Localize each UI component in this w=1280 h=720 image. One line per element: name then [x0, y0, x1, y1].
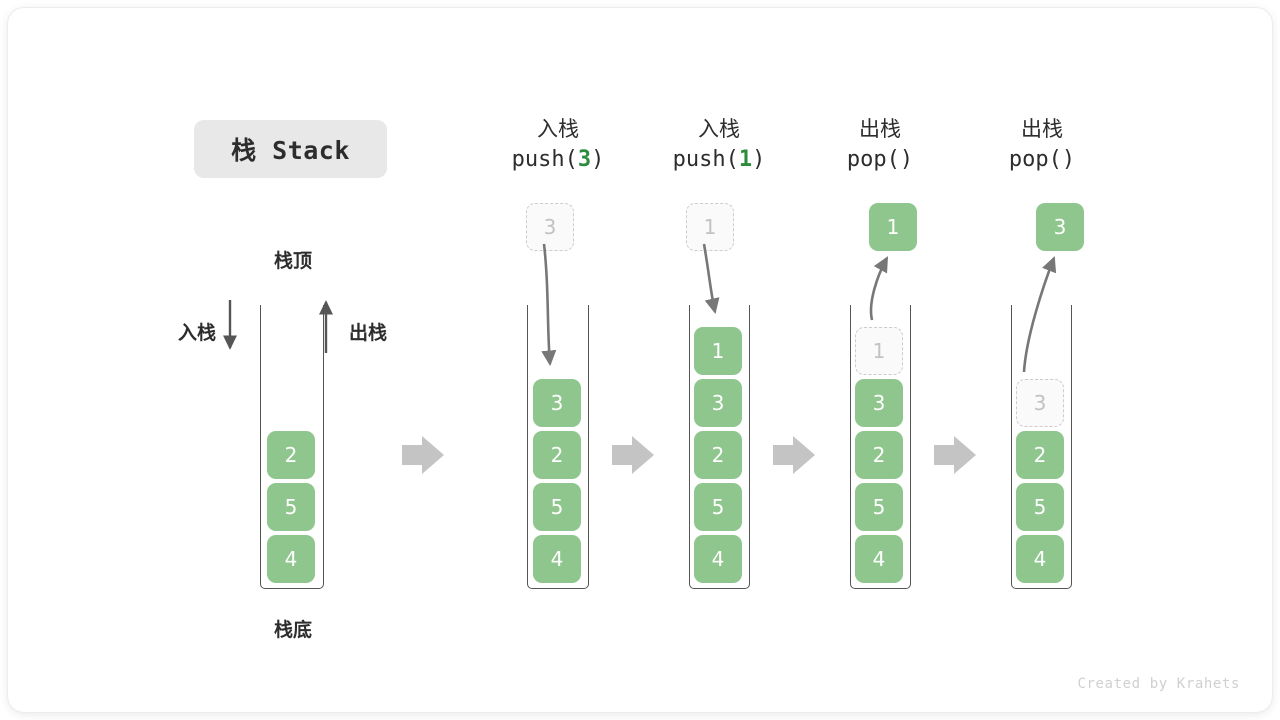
step-1-cell: 4 [533, 535, 581, 583]
step-3-cell: 4 [855, 535, 903, 583]
step-1-incoming-ghost-cell: 3 [526, 203, 574, 251]
stack-top-label: 栈顶 [273, 250, 312, 272]
step-4-stack-container [1011, 305, 1072, 589]
step-2-push-curve-arrow-icon [702, 243, 720, 315]
step-1-stack-container [527, 305, 589, 589]
step-2-cjk-label: 入栈 [698, 117, 740, 141]
stack-bottom-label: 栈底 [273, 619, 312, 641]
title-badge: 栈 Stack [194, 120, 387, 178]
step-2-cell: 1 [694, 327, 742, 375]
base-pop-label: 出栈 [349, 322, 388, 344]
step-4-cell: 2 [1016, 431, 1064, 479]
step-header-4: 出栈 pop() [961, 114, 1123, 176]
step-2-cell: 2 [694, 431, 742, 479]
step-1-code-suffix: ) [591, 147, 605, 172]
step-1-cjk-label: 入栈 [537, 117, 579, 141]
step-4-ghost-cell: 3 [1016, 379, 1064, 427]
base-stack-cell: 4 [267, 535, 315, 583]
step-3-cell: 5 [855, 483, 903, 531]
step-1-code-prefix: push( [511, 147, 578, 172]
base-stack-container [260, 305, 324, 589]
step-1-cell: 5 [533, 483, 581, 531]
step-4-code-prefix: pop( [1008, 147, 1062, 172]
step-4-code-suffix: ) [1061, 147, 1076, 172]
step-1-code-value: 3 [577, 147, 592, 172]
step-2-code-value: 1 [738, 147, 753, 172]
base-push-label: 入栈 [178, 322, 217, 344]
step-3-code-prefix: pop( [846, 147, 900, 172]
step-arrow-2 [612, 436, 654, 474]
step-2-stack-container [689, 305, 750, 589]
step-2-cell: 3 [694, 379, 742, 427]
step-3-stack-container [850, 305, 911, 589]
step-1-code-label: push(3) [477, 144, 639, 176]
step-2-code-suffix: ) [752, 147, 766, 172]
step-4-cell: 5 [1016, 483, 1064, 531]
step-1-cell: 2 [533, 431, 581, 479]
base-stack-cell: 5 [267, 483, 315, 531]
step-arrow-4 [934, 436, 976, 474]
step-3-cell: 3 [855, 379, 903, 427]
step-3-cell: 2 [855, 431, 903, 479]
step-2-incoming-ghost-cell: 1 [686, 203, 734, 251]
base-stack-cell: 2 [267, 431, 315, 479]
step-1-cell: 3 [533, 379, 581, 427]
step-3-popped-cell: 1 [869, 203, 917, 251]
step-4-cell: 4 [1016, 535, 1064, 583]
step-3-code-label: pop() [799, 144, 961, 176]
step-2-cell: 4 [694, 535, 742, 583]
step-arrow-1 [402, 436, 444, 474]
step-3-ghost-cell: 1 [855, 327, 903, 375]
step-4-cjk-label: 出栈 [1021, 117, 1063, 141]
step-3-cjk-label: 出栈 [859, 117, 901, 141]
diagram-card: 栈 Stack 栈顶 栈底 入栈 出栈 2 5 4 入栈 push(3) 3 3… [8, 8, 1272, 712]
step-header-2: 入栈 push(1) [638, 114, 800, 176]
step-4-code-label: pop() [961, 144, 1123, 176]
step-arrow-3 [773, 436, 815, 474]
step-header-1: 入栈 push(3) [477, 114, 639, 176]
step-2-code-label: push(1) [638, 144, 800, 176]
step-2-code-prefix: push( [672, 147, 739, 172]
step-header-3: 出栈 pop() [799, 114, 961, 176]
step-4-popped-cell: 3 [1036, 203, 1084, 251]
step-2-cell: 5 [694, 483, 742, 531]
step-3-code-suffix: ) [899, 147, 914, 172]
footer-credit: Created by Krahets [1077, 676, 1240, 692]
